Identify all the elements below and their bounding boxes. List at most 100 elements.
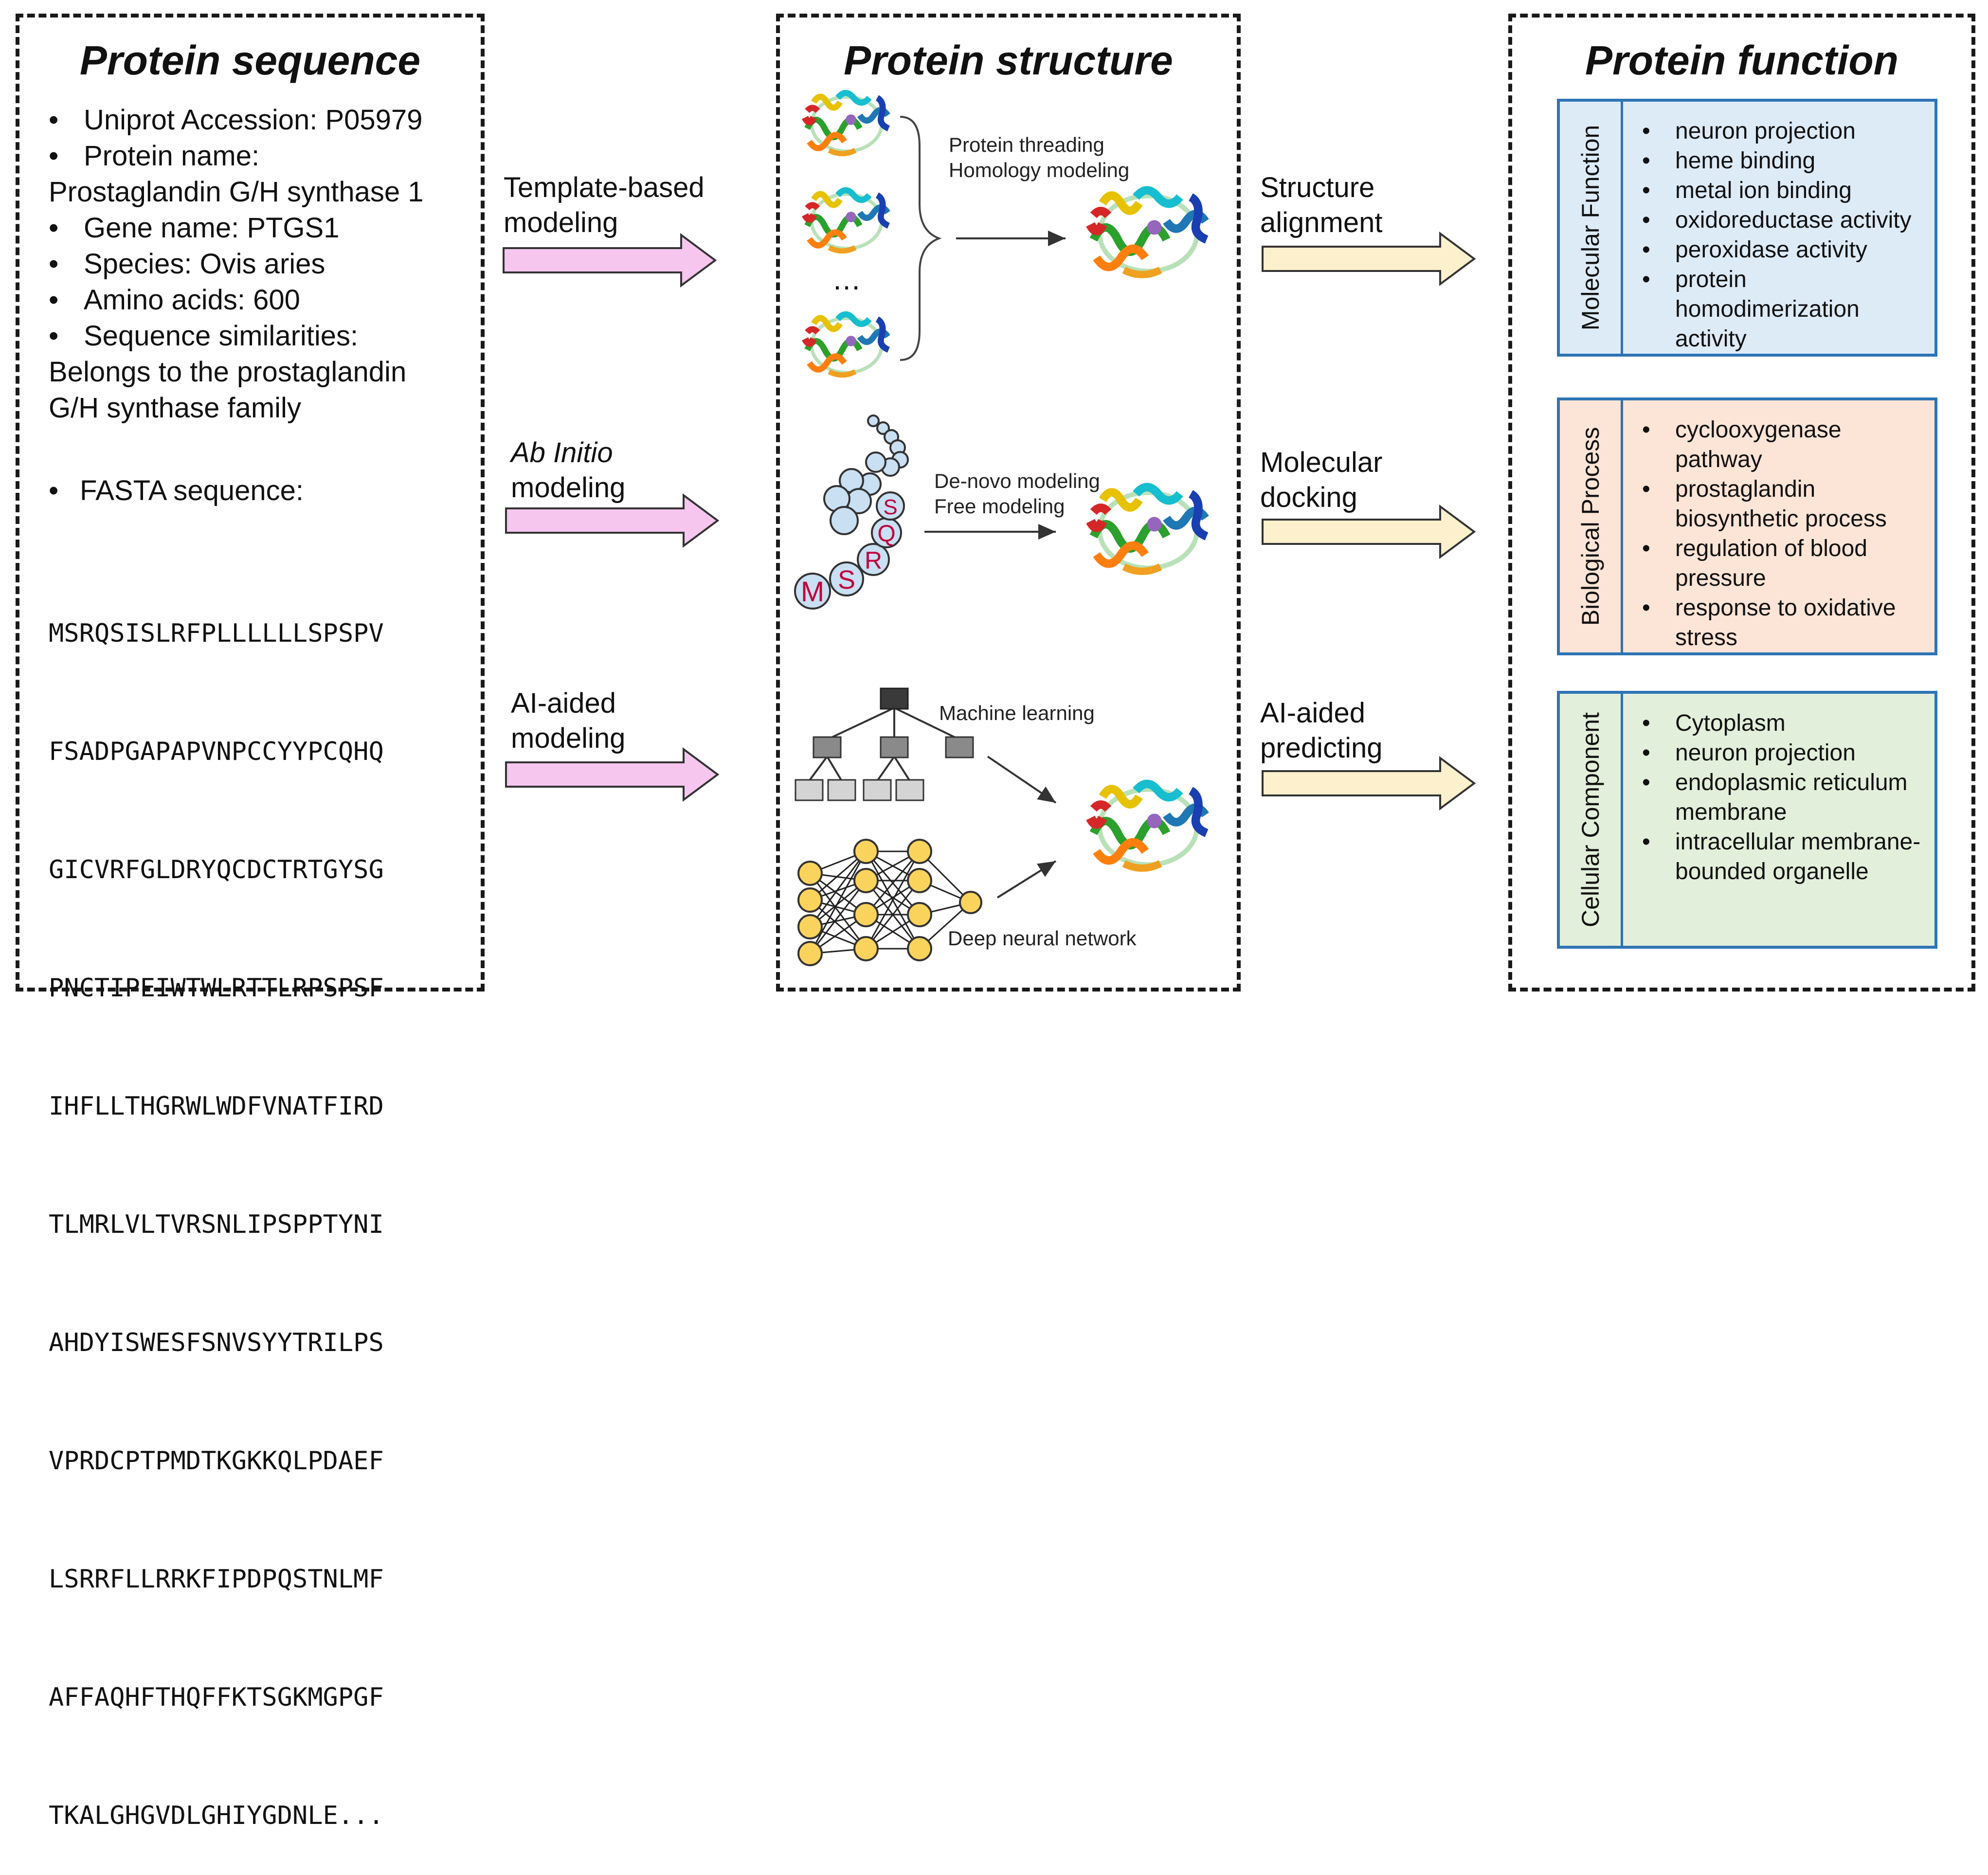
function-panel: Protein function [1508,14,1975,992]
ai-modeling-line: modeling [511,722,626,754]
similarity-label: Sequence similarities: [49,318,477,354]
template-modeling-line: Template-based [504,172,705,203]
ai-predicting-label: AI-aided predicting [1260,696,1382,766]
function-item: regulation of blood pressure [1640,534,1930,593]
sequence-panel-title: Protein sequence [79,37,421,83]
accession-text: Uniprot Accession: P05979 [49,102,477,138]
abinitio-modeling-line: modeling [511,472,626,504]
similarity-value-2: G/H synthase family [49,392,301,424]
residue-letter: S [883,495,897,519]
function-item: response to oxidative stress [1640,593,1930,652]
residue-beads [794,491,905,610]
ai-predicting-arrow [1262,756,1476,811]
docking-arrow [1262,505,1476,559]
cellular-component-label: Cellular Component [1576,712,1604,927]
docking-line: docking [1260,482,1357,513]
cellular-component-list: Cytoplasm neuron projection endoplasmic … [1640,708,1930,886]
residue-letter: R [865,547,882,574]
residue-letter: M [801,576,824,608]
biological-process-list: cyclooxygenase pathway prostaglandin bio… [1640,415,1930,652]
ai-predicting-line: AI-aided [1260,697,1366,729]
fasta-line: TLMRLVLTVRSNLIPSPPTYNI [49,1210,384,1239]
homology-text: Homology modeling [949,159,1130,181]
neural-network-nodes [797,839,982,966]
function-item: peroxidase activity [1640,235,1930,265]
function-panel-title: Protein function [1585,37,1898,83]
biological-process-box: Biological Process cyclooxygenase pathwa… [1557,397,1937,655]
ai-predicting-line: predicting [1260,732,1383,764]
protein-name-value: Prostaglandin G/H synthase 1 [49,176,424,208]
diagram-graphics: … M S R Q S [503,0,1476,966]
gene-name-text: Gene name: PTGS1 [49,210,477,246]
function-item: heme binding [1640,146,1930,176]
function-item: protein homodimerization activity [1640,265,1930,354]
biological-process-label: Biological Process [1576,427,1604,626]
residue-letter: Q [877,521,895,547]
threading-homology-label: Protein threading Homology modeling [949,132,1129,183]
template-brace [900,116,942,361]
function-item: cyclooxygenase pathway [1640,415,1930,474]
molecular-function-side: Molecular Function [1560,102,1623,354]
sequence-panel: Protein sequence [16,14,485,992]
dnn-arrow [996,860,1057,899]
tree-leaf [827,779,856,801]
amino-acids-text: Amino acids: 600 [49,282,477,318]
ai-modeling-line: AI-aided [511,687,616,719]
function-item: endoplasmic reticulum membrane [1640,768,1930,827]
tree-leaf [795,779,824,801]
neural-network-edges [809,850,972,955]
template-modeling-arrow [503,233,717,288]
function-item: prostaglandin biosynthetic process [1640,474,1930,534]
fasta-line: PNCTIPEIWTWLRTTLRPSPSF [49,974,384,1003]
template-protein-icon [805,314,888,375]
structure-panel-title: Protein structure [844,37,1173,83]
template-protein-icon [805,93,888,154]
alignment-line: Structure [1260,172,1375,203]
threading-text: Protein threading [949,133,1104,156]
protein-name-label: Protein name: [49,138,477,174]
tree-node [945,736,974,758]
sequence-info: Uniprot Accession: P05979 Protein name: … [49,102,477,426]
ml-arrow [987,756,1057,804]
alignment-arrow [1262,232,1476,286]
tree-node [880,736,909,758]
cellular-component-box: Cellular Component Cytoplasm neuron proj… [1557,691,1937,949]
template-protein-icon [805,190,888,251]
alignment-line: alignment [1260,207,1383,238]
fasta-label: FASTA sequence: [49,474,304,507]
abinitio-modeling-line: Ab Initio [511,435,625,470]
bead-chain [823,415,909,535]
template-modeling-line: modeling [504,207,618,238]
similarity-value-1: Belongs to the prostaglandin [49,356,407,388]
tree-leaf [863,779,892,801]
fasta-line: LSRRFLLRRKFIPDPQSTNLMF [49,1565,384,1594]
ai-modeling-label: AI-aided modeling [511,686,625,756]
docking-line: Molecular [1260,447,1383,478]
template-modeling-label: Template-based modeling [504,170,705,240]
structure-alignment-label: Structure alignment [1260,170,1382,240]
ai-modeling-arrow [505,747,720,802]
fasta-line: AFFAQHFTHQFFKTSGKMGPGF [49,1683,384,1712]
tree-node [813,736,842,758]
function-item: intracellular membrane-bounded organelle [1640,827,1930,886]
function-item: oxidoreductase activity [1640,205,1930,235]
structure-panel: Protein structure [776,14,1241,992]
predicted-structure-icon [1090,190,1207,274]
deep-neural-network-label: Deep neural network [948,927,1137,950]
fasta-line: IHFLLTHGRWLWDFVNATFIRD [49,1092,384,1121]
abinitio-modeling-arrow [505,493,720,548]
template-ellipsis: … [832,263,861,296]
molecular-function-label: Molecular Function [1576,125,1604,331]
function-item: neuron projection [1640,116,1930,146]
tree-leaf [895,779,924,801]
fasta-line: FSADPGAPAPVNPCCYYPCQHQ [49,737,384,766]
tree-root-node [880,687,909,710]
fasta-line: VPRDCPTPMDTKGKKQLPDAEF [49,1446,384,1476]
fasta-line: MSRQSISLRFPLLLLLLSPSPV [49,619,384,648]
denovo-free-label: De-novo modeling Free modeling [934,469,1100,519]
molecular-function-box: Molecular Function neuron projection hem… [1557,99,1937,357]
function-item: neuron projection [1640,738,1930,768]
cellular-component-side: Cellular Component [1560,694,1623,946]
free-modeling-text: Free modeling [934,495,1065,518]
fasta-line: TKALGHGVDLGHIYGDNLE... [49,1801,384,1830]
